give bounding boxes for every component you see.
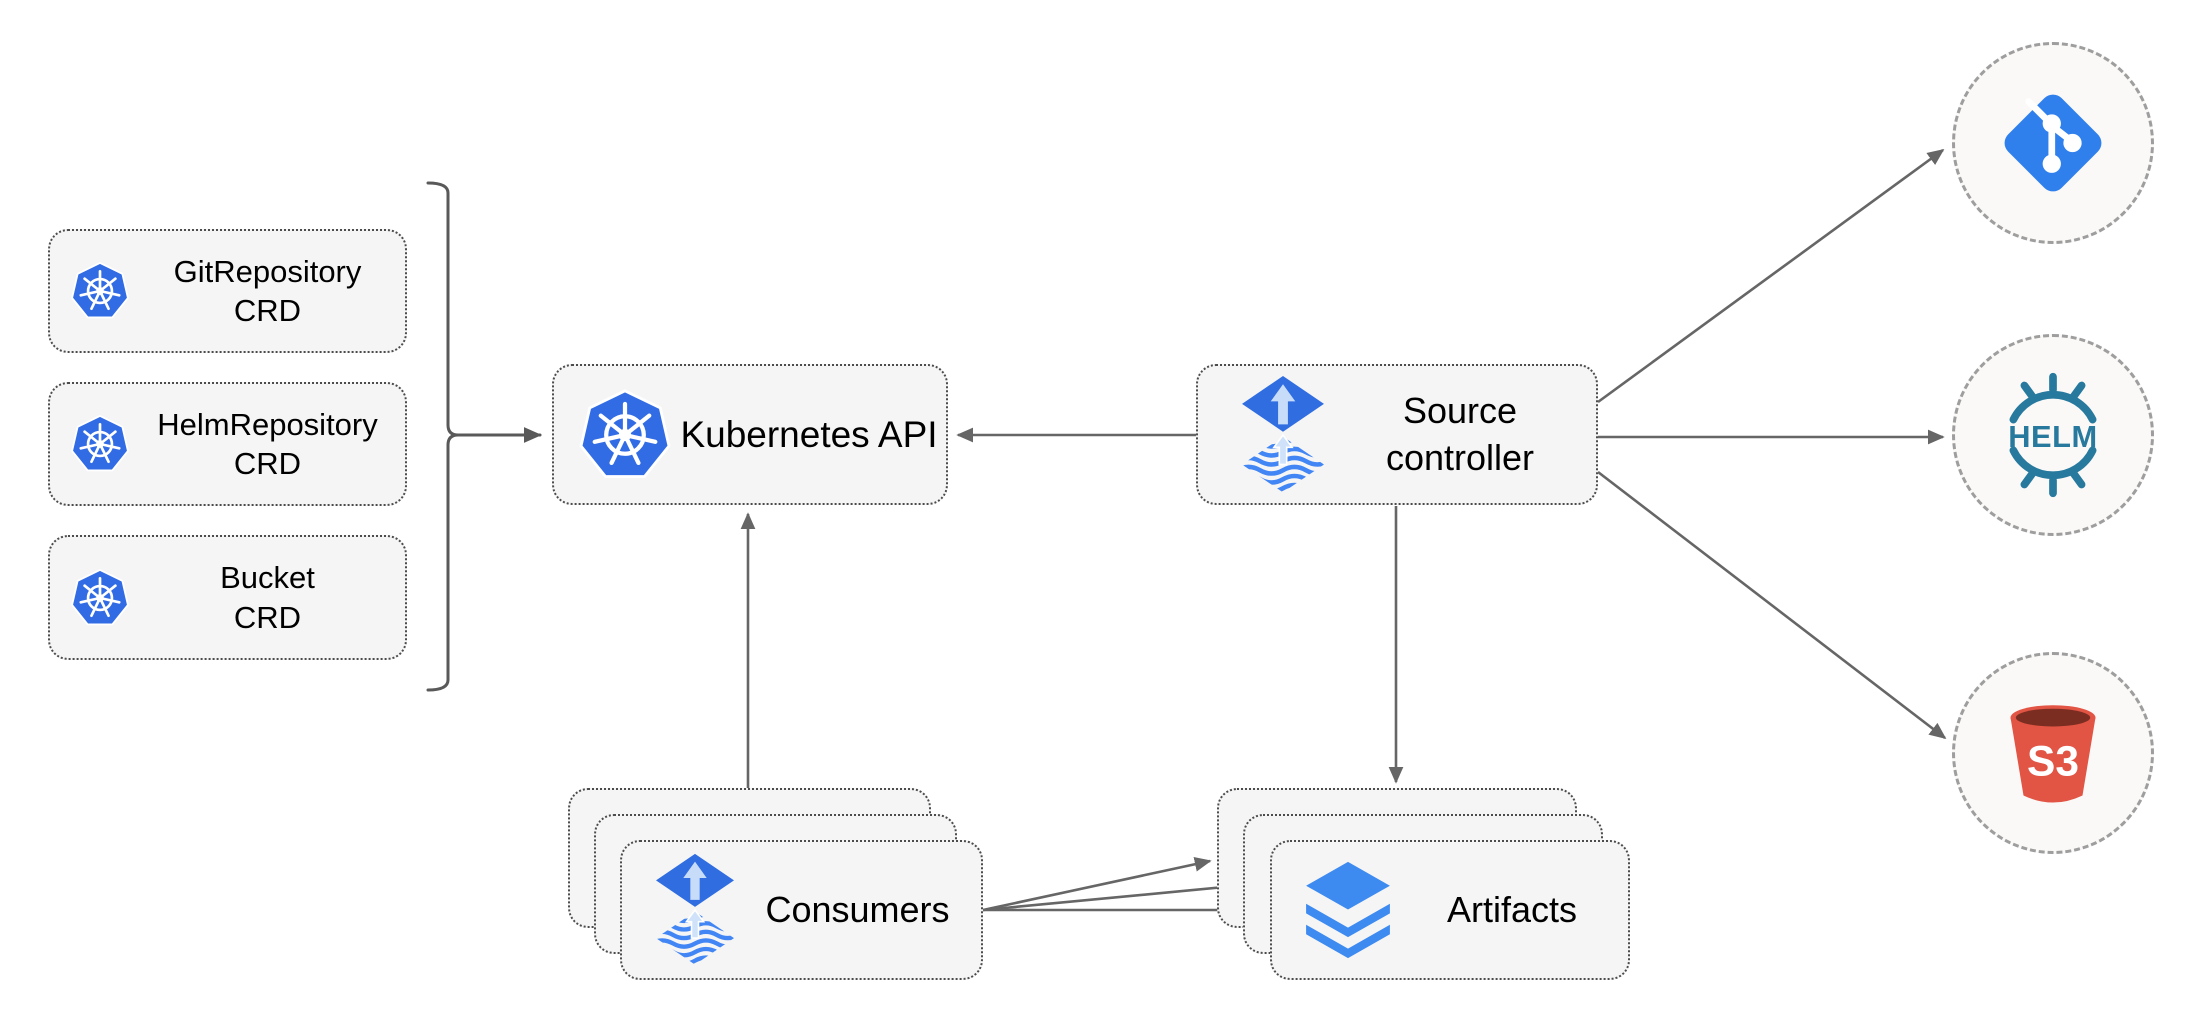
source-controller-node: Source controller (1196, 364, 1598, 505)
edge-consumers-to-artifacts-2 (982, 880, 1237, 912)
artifact-layers-icon (1300, 860, 1396, 960)
flux-source-icon (656, 853, 734, 967)
gitrepository-crd-label-line1: GitRepository (173, 253, 362, 289)
flux-source-icon (1242, 376, 1324, 494)
source-controller-label-line1: Source (1402, 390, 1518, 432)
artifacts-label: Artifacts (1446, 889, 1578, 930)
gitrepository-crd-label: GitRepository CRD (130, 252, 405, 330)
consumers-label: Consumers (765, 889, 950, 930)
bucket-crd-label-line1: Bucket (220, 560, 315, 596)
kubernetes-logo-icon (70, 260, 130, 322)
kubernetes-api-label: Kubernetes API (680, 413, 938, 455)
helmrepository-crd-label-line2: CRD (233, 446, 302, 481)
git-source-circle (1952, 42, 2154, 244)
git-icon (2004, 94, 2102, 192)
s3-source-circle: S3 (1952, 652, 2154, 854)
gitrepository-crd-label-line2: CRD (233, 293, 302, 328)
helmrepository-crd-node: HelmRepository CRD (48, 382, 407, 506)
kubernetes-logo-icon (70, 413, 130, 475)
bucket-crd-label-line2: CRD (233, 599, 302, 635)
crd-group-bracket (426, 181, 542, 692)
artifacts-node: Artifacts (1270, 840, 1630, 980)
kubernetes-logo-icon (578, 386, 672, 484)
bucket-crd-node: Bucket CRD (48, 535, 407, 660)
edge-source-controller-to-git (1597, 148, 1945, 404)
s3-wordmark: S3 (2027, 738, 2079, 785)
gitrepository-crd-node: GitRepository CRD (48, 229, 407, 353)
s3-bucket-icon: S3 (2010, 705, 2096, 803)
bucket-crd-label: Bucket CRD (130, 558, 405, 636)
helmrepository-crd-label: HelmRepository CRD (130, 405, 405, 483)
edge-source-controller-to-s3 (1597, 470, 1947, 740)
helm-source-circle: HELM (1952, 334, 2154, 536)
source-controller-label-line2: controller (1385, 436, 1535, 478)
source-controller-label: Source controller (1324, 388, 1596, 480)
consumers-node: Consumers (620, 840, 983, 980)
edge-consumers-to-artifacts-1 (982, 856, 1212, 912)
helm-wheel-icon: HELM (2008, 372, 2097, 498)
kubernetes-logo-icon (70, 567, 130, 629)
kubernetes-api-node: Kubernetes API (552, 364, 948, 505)
helm-wordmark: HELM (2008, 419, 2097, 454)
helmrepository-crd-label-line1: HelmRepository (157, 406, 378, 442)
